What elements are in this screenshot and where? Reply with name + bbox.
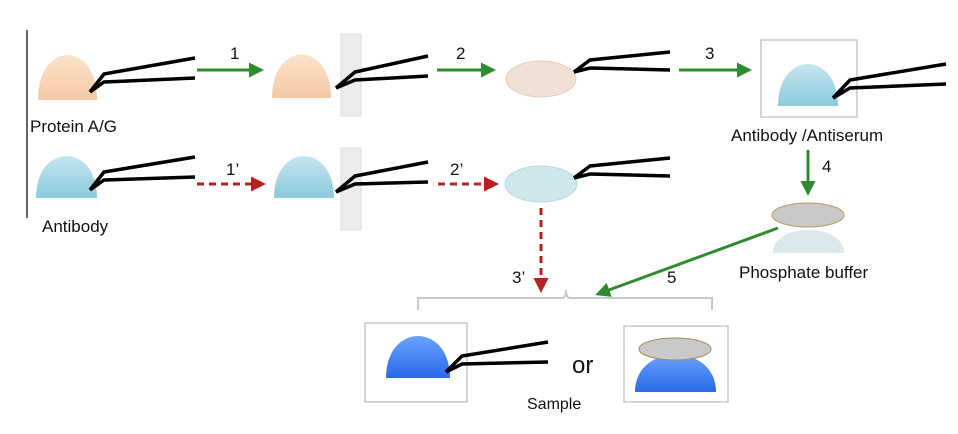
antibody-drop bbox=[36, 156, 97, 198]
forceps bbox=[88, 56, 196, 94]
membrane-disc-on-sample bbox=[638, 337, 712, 361]
buffer-drop bbox=[773, 229, 844, 253]
sample-bracket bbox=[417, 289, 713, 310]
forceps bbox=[572, 50, 671, 74]
step-label-5: 5 bbox=[667, 268, 677, 287]
label-or: or bbox=[572, 352, 594, 379]
label-sample: Sample bbox=[527, 396, 582, 413]
forceps bbox=[572, 156, 671, 180]
antiserum-drop bbox=[778, 64, 838, 106]
step-label-1: 1 bbox=[230, 44, 240, 63]
step-label-1-prime: 1’ bbox=[226, 160, 240, 179]
sample-drop bbox=[386, 336, 450, 378]
antibody-disc bbox=[504, 165, 578, 203]
protein-disc bbox=[505, 60, 577, 98]
step-label-2-prime: 2’ bbox=[450, 160, 464, 179]
forceps bbox=[88, 155, 196, 192]
protein-drop bbox=[38, 55, 97, 100]
step-label-2: 2 bbox=[456, 44, 466, 63]
protein-drop-membrane bbox=[272, 54, 331, 98]
step-label-4: 4 bbox=[822, 157, 832, 176]
antibody-drop-membrane bbox=[274, 156, 334, 198]
label-protein-ag: Protein A/G bbox=[30, 117, 117, 136]
step-label-3-prime: 3’ bbox=[512, 268, 526, 287]
label-antibody-antiserum: Antibody /Antiserum bbox=[731, 126, 884, 145]
label-antibody: Antibody bbox=[42, 217, 109, 236]
forceps bbox=[334, 54, 429, 90]
step-label-3: 3 bbox=[705, 44, 715, 63]
label-phosphate-buffer: Phosphate buffer bbox=[739, 263, 869, 282]
sample-drop-buffer bbox=[635, 354, 716, 392]
membrane-disc-on-buffer bbox=[771, 202, 845, 228]
forceps bbox=[831, 62, 947, 100]
forceps bbox=[334, 160, 429, 194]
forceps bbox=[444, 340, 549, 374]
arrow-step-5 bbox=[595, 226, 779, 297]
